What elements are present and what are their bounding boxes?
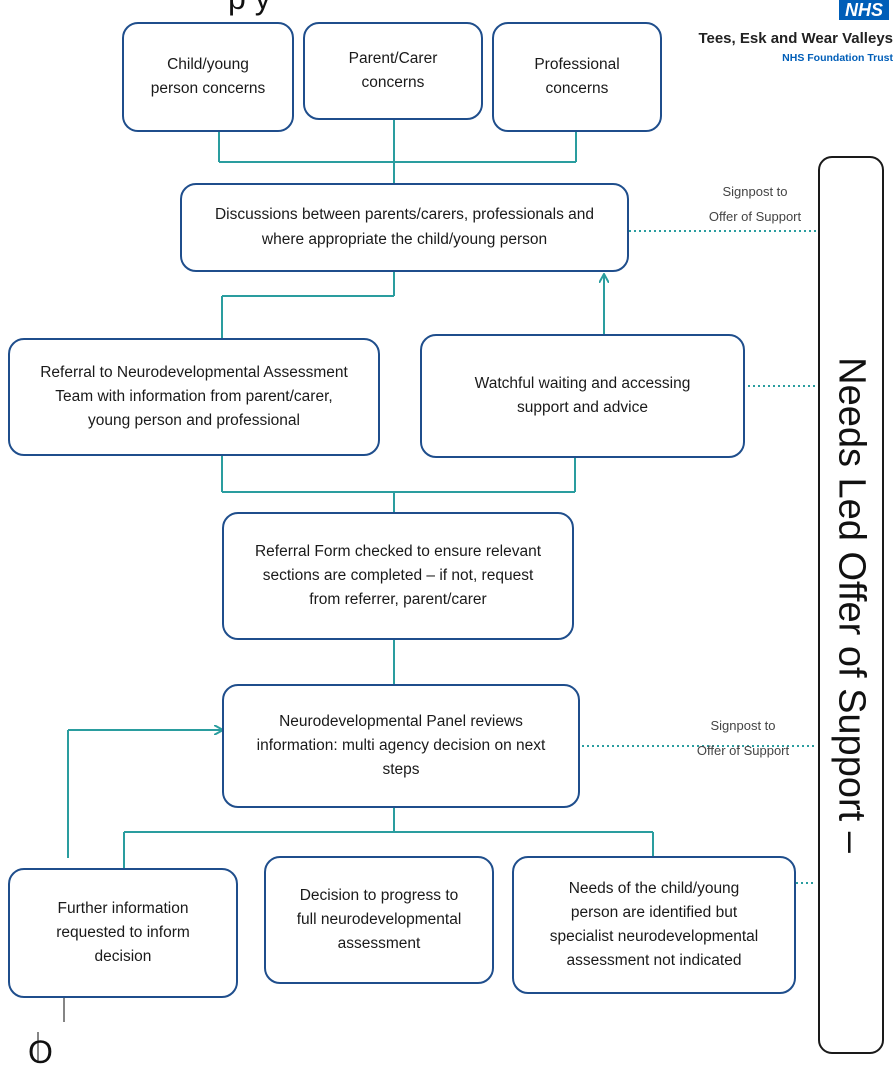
bottom-fragment: O <box>28 1034 53 1070</box>
child-concerns-text: Child/young person concerns <box>150 55 266 97</box>
professional-concerns-text: Professional concerns <box>534 55 620 97</box>
parent-concerns-box: Parent/Carer concerns <box>303 22 483 120</box>
signpost-label-top: Signpost to Offer of Support <box>708 184 802 224</box>
discussions-text: Discussions between parents/carers, prof… <box>214 206 595 248</box>
needs-identified-text: Needs of the child/young person are iden… <box>549 879 759 970</box>
further-info-text: Further information requested to inform … <box>56 899 190 965</box>
needs-identified-box: Needs of the child/young person are iden… <box>512 856 796 994</box>
page-title-fragment: p y <box>228 0 271 17</box>
discussions-box: Discussions between parents/carers, prof… <box>180 183 629 272</box>
referral-box: Referral to Neurodevelopmental Assessmen… <box>8 338 380 456</box>
needs-led-offer-banner: Needs Led Offer of Support – <box>818 156 884 1054</box>
nhs-logo-badge: NHS <box>838 0 889 20</box>
panel-review-text: Neurodevelopmental Panel reviews informa… <box>256 712 546 778</box>
watchful-waiting-text: Watchful waiting and accessing support a… <box>474 374 691 416</box>
referral-form-text: Referral Form checked to ensure relevant… <box>254 542 542 608</box>
further-info-box: Further information requested to inform … <box>8 868 238 998</box>
parent-concerns-text: Parent/Carer concerns <box>348 49 438 91</box>
child-concerns-box: Child/young person concerns <box>122 22 294 132</box>
trust-name: Tees, Esk and Wear Valleys <box>698 30 893 47</box>
trust-subtitle: NHS Foundation Trust <box>782 52 893 64</box>
signpost-label-bottom: Signpost to Offer of Support <box>696 718 790 758</box>
referral-form-box: Referral Form checked to ensure relevant… <box>222 512 574 640</box>
needs-led-offer-text: Needs Led Offer of Support – <box>830 357 873 853</box>
professional-concerns-box: Professional concerns <box>492 22 662 132</box>
progress-assessment-box: Decision to progress to full neurodevelo… <box>264 856 494 984</box>
watchful-waiting-box: Watchful waiting and accessing support a… <box>420 334 745 458</box>
progress-assessment-text: Decision to progress to full neurodevelo… <box>296 886 462 952</box>
panel-review-box: Neurodevelopmental Panel reviews informa… <box>222 684 580 808</box>
referral-text: Referral to Neurodevelopmental Assessmen… <box>40 363 348 429</box>
